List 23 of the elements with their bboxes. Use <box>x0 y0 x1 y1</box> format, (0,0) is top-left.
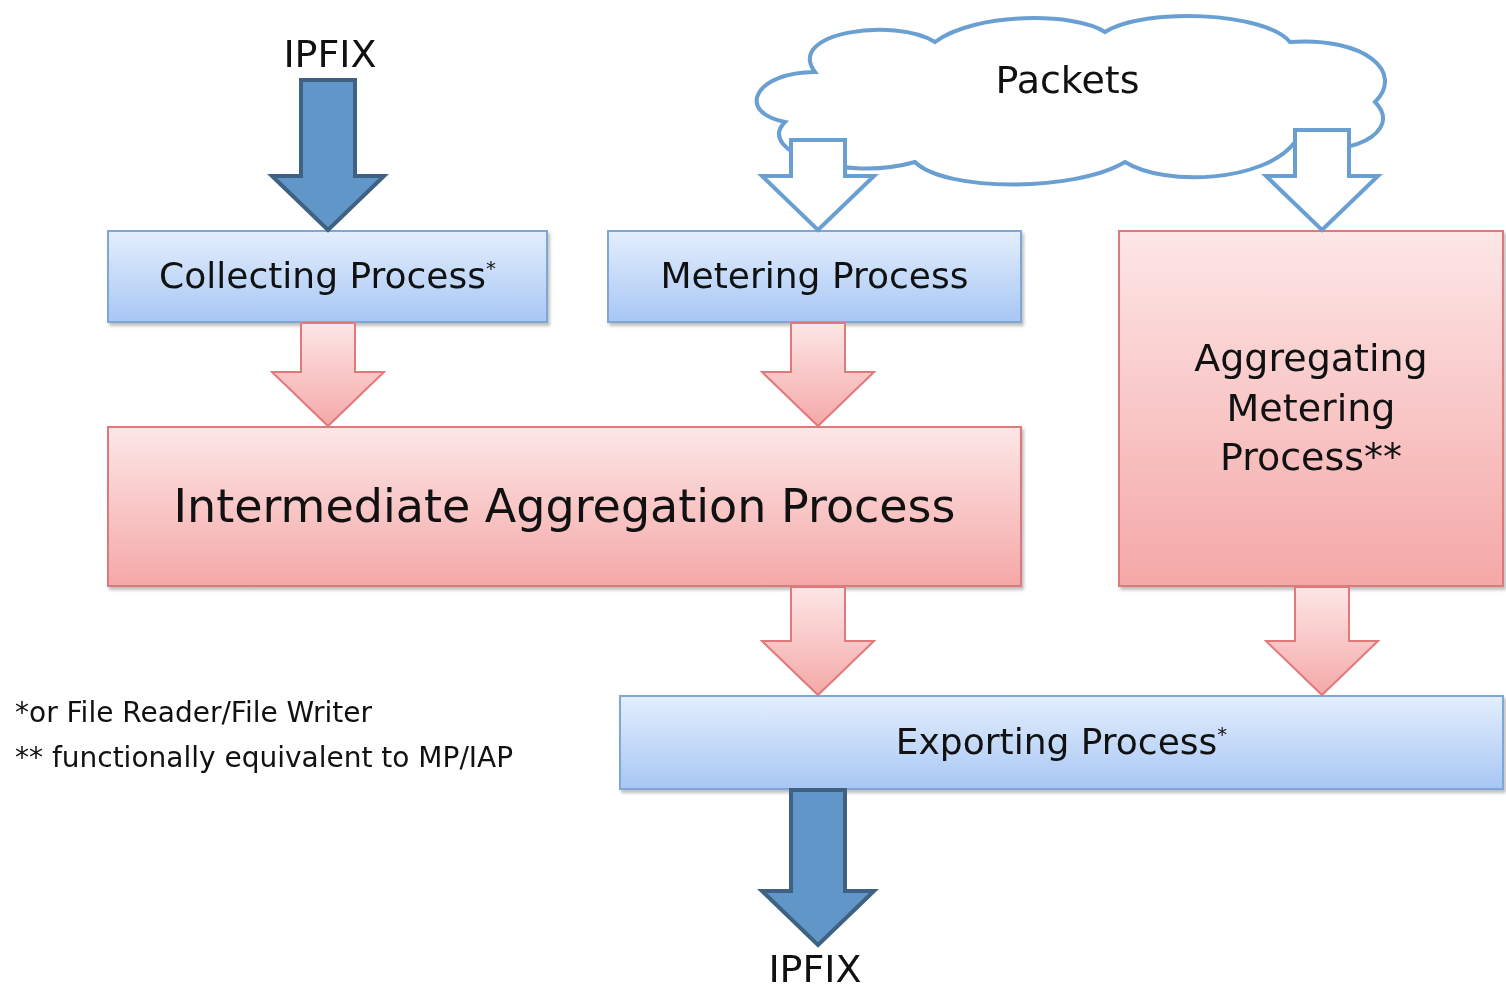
hollow-arrow <box>757 138 879 233</box>
process-box <box>107 230 548 323</box>
process-box <box>607 230 1022 323</box>
node-label: Aggregating Metering Process** <box>1193 335 1429 482</box>
node-label: Intermediate Aggregation Process <box>173 477 956 535</box>
process-box <box>107 426 1022 587</box>
hollow-arrow <box>1261 128 1383 233</box>
process-box <box>619 695 1504 790</box>
protocol-label: IPFIX <box>740 945 890 992</box>
block-arrow <box>1263 586 1381 697</box>
process-box <box>1118 230 1504 587</box>
block-arrow <box>267 78 389 233</box>
block-arrow <box>757 788 879 948</box>
protocol-label: IPFIX <box>255 28 405 80</box>
node-label: Collecting Process$^{*}$ <box>159 254 496 299</box>
node-label: Exporting Process$^{*}$ <box>895 720 1228 765</box>
block-arrow <box>759 586 877 697</box>
block-arrow <box>759 322 877 428</box>
footnote: ** functionally equivalent to MP/IAP <box>15 741 514 774</box>
footnote: *or File Reader/File Writer <box>15 696 372 729</box>
node-label: Metering Process <box>660 254 969 299</box>
node-label: Packets <box>995 57 1140 104</box>
block-arrow <box>269 322 387 428</box>
